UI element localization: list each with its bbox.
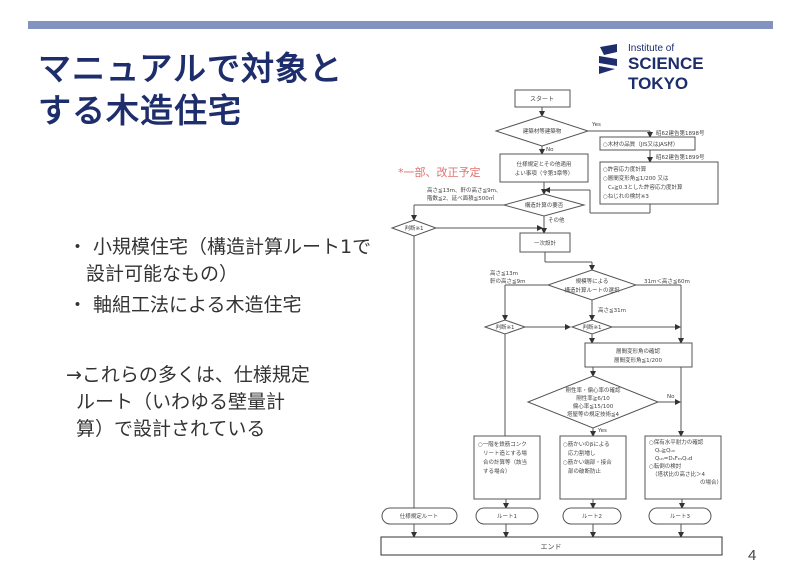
bullet-item: ・ 小規模住宅（構造計算ルート1で設計可能なもの） [68,236,372,285]
summary-note: →これらの多くは、仕様規定 ルート（いわゆる壁量計 算）で設計されている [66,362,366,443]
r1-line-4: する場合） [483,467,511,475]
term-r2-label: ルート2 [582,514,602,520]
calc-line-2: ○層間変形角≦1/200 又は [603,174,669,182]
cond-height-2: 階数≦2、延べ面積≦500㎡ [427,194,495,202]
route1-box [473,435,541,500]
end-label: エンド [541,543,562,551]
slide-title: マニュアルで対象と する木造住宅 [38,48,378,132]
header-bar [28,21,773,29]
r1-line-3: 合の計算等（該当 [483,458,527,466]
ref1-label: 昭62建告第1898号 [656,129,705,137]
d2-other-label: その他 [548,216,565,224]
allowable-stress-calc-box [599,161,719,205]
judge1-label: 判断※1 [404,224,423,232]
spec-rules-box [499,153,589,183]
science-tokyo-logo-icon [599,44,617,74]
bullet-list: ・ 小規模住宅（構造計算ルート1で設計可能なもの） ・ 軸組工法による木造住宅 [68,234,378,323]
logo-big-text: SCIENCE TOKYO [628,54,704,93]
end-box [380,536,723,556]
institution-logo: Institute of SCIENCE TOKYO [598,42,768,93]
term-spec-label: 仕様規定ルート [400,512,439,520]
r2-line-1: ○筋かいのβによる [563,440,610,448]
route2-box [559,435,627,500]
r1-line-1: ○一階を鉄筋コンク [478,440,527,448]
d4-line-2: 剛性率≧6/10 [576,394,610,402]
d4-yes-label: Yes [597,428,607,434]
cond-height2-2: 軒の高さ≦9m [490,277,525,285]
judge2-label: 判断※1 [495,323,514,331]
quality-box [599,136,696,151]
cond-31m-label: 31m＜高さ≦60m [644,277,690,285]
primary-design-label: 一次設計 [534,239,557,247]
ref2-label: 昭62建告第1899号 [656,153,705,161]
r3-line-2: Qᵤ≧Qᵤₙ [655,448,675,454]
calc-line-1: ○許容応力度計算 [603,165,647,173]
cond-height-1: 高さ≦13m、軒の高さ≦9m、 [427,186,501,194]
note-line-3: 算）で設計されている [76,418,266,440]
r2-line-2: 応力割増し [568,449,596,457]
calc-line-4: ○ねじれの検討※3 [603,192,649,200]
title-line-1: マニュアルで対象と [38,49,344,88]
term-r3-label: ルート3 [670,514,691,520]
d3-line-1: 規模等による [576,277,609,285]
d2-label: 構造計算の要否 [525,201,564,209]
r3-line-1: ○保有水平耐力の確認 [649,438,704,446]
note-line-1: →これらの多くは、仕様規定 [66,364,310,386]
r2-line-4: 部の破断防止 [568,467,602,475]
terminal-route1 [475,507,539,525]
d4-line-3: 偏心率≦15/100 [573,402,614,410]
d4-line-4: 塔屋等の規定技術≦4 [567,410,620,418]
d4-line-1: 剛性率・偏心率の確認 [565,386,621,394]
r1-line-2: リート造とする場 [483,449,527,457]
d3-line-2: 構造計算ルートの選択 [564,286,620,294]
bullet-item: ・ 軸組工法による木造住宅 [68,294,302,316]
spec-line-2: よい事項（令第3章等） [515,169,574,177]
revision-note: *一部、改正予定 [398,166,481,179]
d1-no-label: No [546,147,554,153]
terminal-spec-route [381,507,458,525]
title-line-2: する木造住宅 [38,91,242,130]
quality-label: ○木材の品質（JIS又はJAS材） [603,140,678,148]
note-line-2: ルート（いわゆる壁量計 [76,391,286,413]
r3-line-4: ○転倒の検討 [649,462,682,470]
d1-label: 建築材等建築物 [523,127,562,135]
cond-height2-1: 高さ≦13m [490,269,518,277]
terminal-route3 [648,507,712,525]
r3-line-3: Qᵤₙ=DₛFₑₛQᵤd [655,456,692,462]
cond-31-label: 高さ≦31m [598,306,626,314]
calc-line-3: Cₒ≧0.3とした許容応力度計算 [608,183,683,191]
start-label: スタート [530,95,554,103]
page-number: 4 [748,547,757,564]
r2-line-3: ○筋かい端部・接合 [563,458,612,466]
d1-yes-label: Yes [591,122,601,128]
terminal-route2 [562,507,622,525]
spec-line-1: 仕様規定とその他適用 [517,160,572,168]
d4-no-label: No [667,394,675,400]
route3-box [644,435,722,500]
judge3-label: 判断※1 [582,323,601,331]
r3-line-5: （塔状比の高さ比＞4 [652,470,706,478]
term-r1-label: ルート1 [497,514,517,520]
story-drift-box [584,342,693,368]
drift-line-1: 層間変形角の確認 [616,347,661,355]
logo-small-text: Institute of [628,43,675,54]
decision-stiffness-eccentricity [526,375,660,429]
decision-route-selection [546,269,638,301]
r3-line-6: の場合） [700,478,722,486]
drift-line-2: 層間変形角≦1/200 [614,356,662,364]
